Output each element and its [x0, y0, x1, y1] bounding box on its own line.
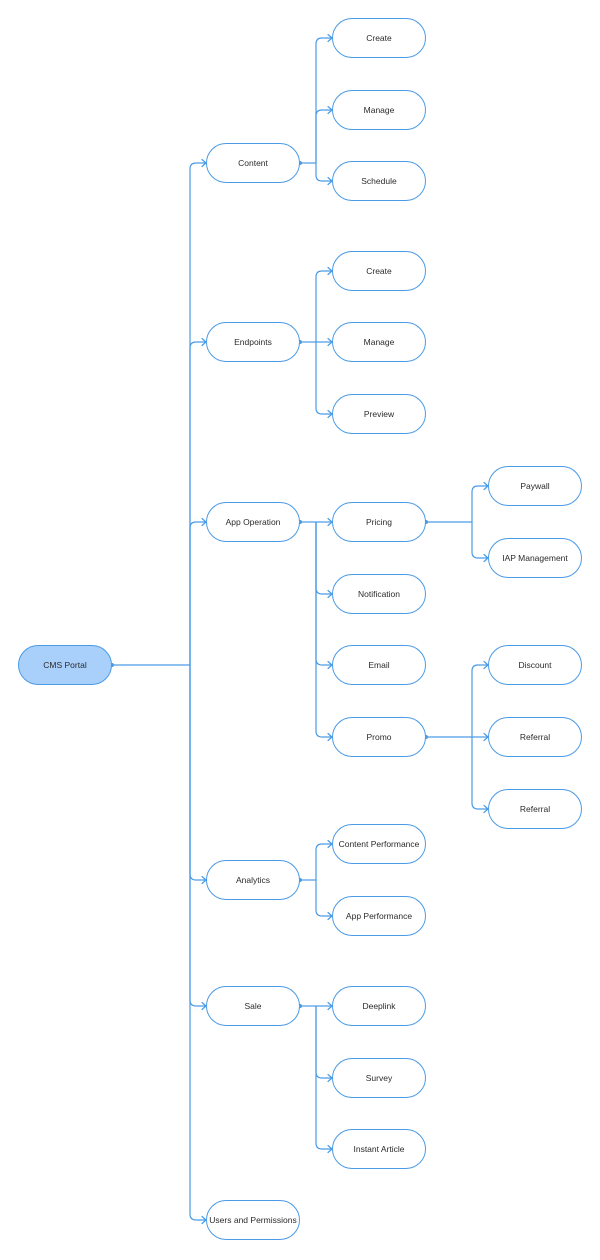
root-branch-0 — [189, 162, 206, 665]
l2-2-0-branch-1 — [471, 522, 488, 559]
node-create[interactable]: Create — [332, 251, 426, 291]
node-email[interactable]: Email — [332, 645, 426, 685]
node-schedule[interactable]: Schedule — [332, 161, 426, 201]
node-preview[interactable]: Preview — [332, 394, 426, 434]
node-survey[interactable]: Survey — [332, 1058, 426, 1098]
node-instant-article[interactable]: Instant Article — [332, 1129, 426, 1169]
node-app-performance[interactable]: App Performance — [332, 896, 426, 936]
node-referral[interactable]: Referral — [488, 717, 582, 757]
node-referral[interactable]: Referral — [488, 789, 582, 829]
root-node[interactable]: CMS Portal — [18, 645, 112, 685]
node-pricing[interactable]: Pricing — [332, 502, 426, 542]
node-analytics[interactable]: Analytics — [206, 860, 300, 900]
node-endpoints[interactable]: Endpoints — [206, 322, 300, 362]
node-content-performance[interactable]: Content Performance — [332, 824, 426, 864]
l1-1-branch-0 — [315, 270, 332, 342]
l1-2-branch-1 — [315, 522, 332, 595]
root-branch-4 — [189, 665, 206, 1007]
root-branch-2 — [189, 521, 206, 665]
l1-4-branch-2 — [315, 1006, 332, 1150]
l1-0-branch-1 — [315, 109, 332, 163]
node-manage[interactable]: Manage — [332, 322, 426, 362]
l1-0-branch-0 — [315, 37, 332, 163]
node-notification[interactable]: Notification — [332, 574, 426, 614]
root-branch-3 — [189, 665, 206, 881]
l2-2-3-branch-2 — [471, 737, 488, 810]
l1-4-branch-1 — [315, 1006, 332, 1079]
node-promo[interactable]: Promo — [332, 717, 426, 757]
node-content[interactable]: Content — [206, 143, 300, 183]
node-paywall[interactable]: Paywall — [488, 466, 582, 506]
root-branch-5 — [189, 665, 206, 1221]
root-branch-1 — [189, 341, 206, 665]
node-discount[interactable]: Discount — [488, 645, 582, 685]
node-deeplink[interactable]: Deeplink — [332, 986, 426, 1026]
l2-2-3-branch-0 — [471, 664, 488, 737]
node-app-operation[interactable]: App Operation — [206, 502, 300, 542]
node-users-and-permissions[interactable]: Users and Permissions — [206, 1200, 300, 1240]
l1-3-branch-1 — [315, 880, 332, 917]
l1-3-branch-0 — [315, 843, 332, 880]
node-create[interactable]: Create — [332, 18, 426, 58]
l1-1-branch-2 — [315, 342, 332, 415]
l1-2-branch-3 — [315, 522, 332, 738]
node-manage[interactable]: Manage — [332, 90, 426, 130]
node-sale[interactable]: Sale — [206, 986, 300, 1026]
l2-2-0-branch-0 — [471, 485, 488, 522]
l1-0-branch-2 — [315, 163, 332, 182]
node-iap-management[interactable]: IAP Management — [488, 538, 582, 578]
